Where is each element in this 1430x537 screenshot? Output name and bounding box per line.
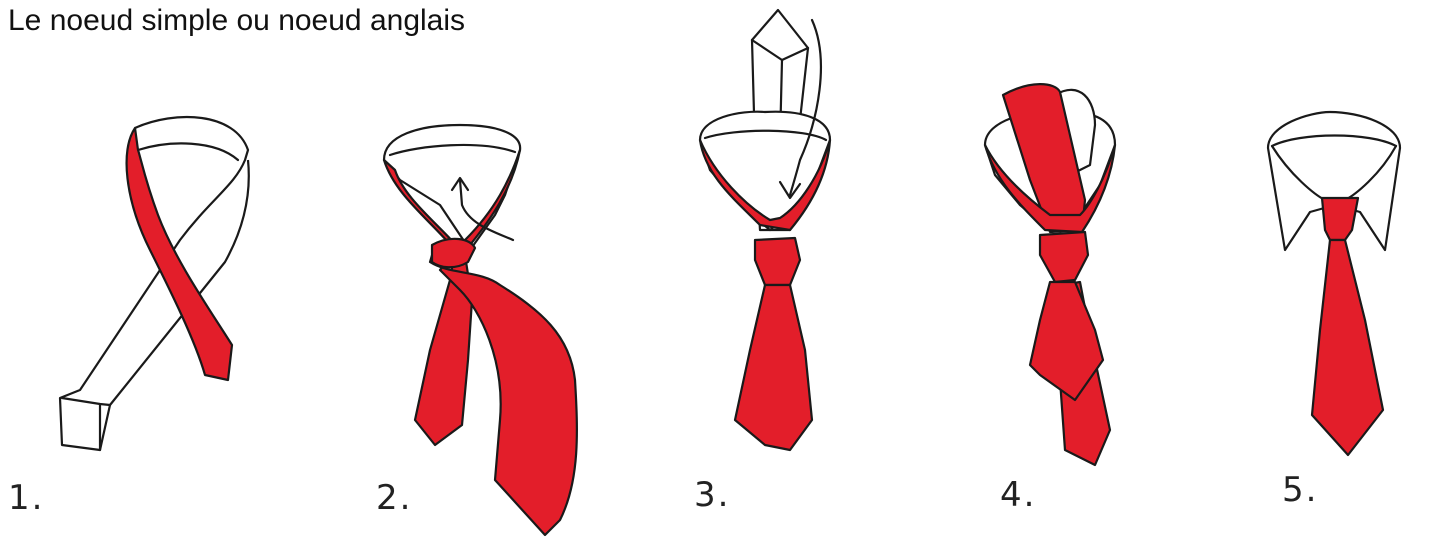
step-3-label: 3. [694,475,730,515]
step-1-label: 1. [8,478,44,518]
step-4-illustration [985,84,1115,465]
tie-wide-end-white [60,117,249,450]
step-4-label: 4. [1000,475,1036,515]
step-3-illustration [700,10,830,450]
step-5-label: 5. [1282,470,1318,510]
tie-blade-red [1312,240,1383,455]
step-1-illustration [60,117,249,450]
tie-knot-red [1322,198,1358,240]
step-5-illustration [1268,112,1400,455]
step-2-label: 2. [376,478,412,518]
step-2-illustration [384,125,577,535]
tie-blade-red [735,285,812,450]
